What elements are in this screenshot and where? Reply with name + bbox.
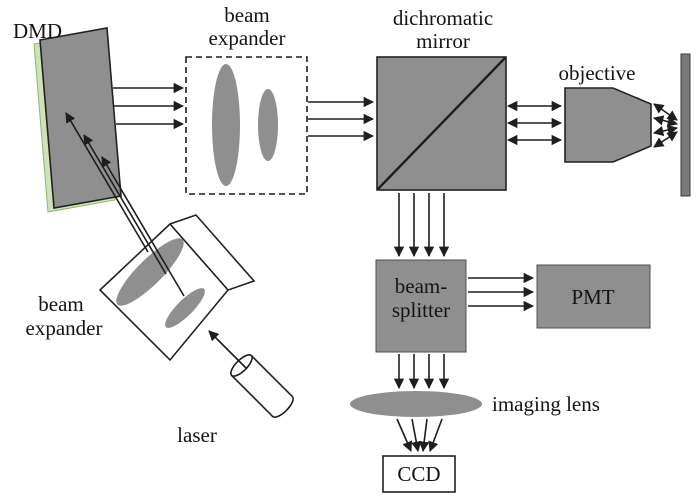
beam-expander-top: [185, 56, 308, 195]
beam-expander-to-dmd: [65, 112, 185, 297]
ccd-body: [382, 455, 456, 493]
beam-expander-left-label-line2: expander: [26, 316, 103, 340]
laser-cylinder: [230, 354, 294, 418]
beam-arrow: [83, 134, 167, 275]
beam-expander-top-box: [185, 56, 308, 195]
dmd-mirror-face: [39, 27, 122, 209]
imaging-lens-icon: [350, 391, 482, 417]
beam-arrow: [208, 330, 248, 370]
beam-arrow: [653, 103, 678, 121]
imaging-lens-label: imaging lens: [492, 392, 600, 416]
beam-dichroic-objective: [506, 100, 563, 146]
beam-splitter-label-line1: beam-: [395, 274, 447, 298]
pmt-label: PMT: [571, 285, 614, 309]
objective-label: objective: [559, 61, 636, 85]
sample-bar: [680, 53, 691, 197]
objective-lens-body: [564, 87, 652, 163]
beam-arrow: [101, 156, 185, 297]
beam-arrow: [428, 418, 443, 452]
beam-arrow: [396, 418, 413, 452]
dichromatic-mirror: [376, 56, 507, 191]
beam-laser-to-expander: [208, 330, 248, 370]
beam-expander-left-label-line1: beam: [38, 292, 83, 316]
beam-arrow: [411, 418, 422, 453]
beam-expander-left-box-edge: [169, 223, 229, 291]
ccd-label: CCD: [397, 462, 440, 486]
beam-dmd-to-expander: [113, 82, 185, 130]
beam-lens-to-ccd: [396, 418, 443, 453]
dmd-label: DMD: [13, 19, 62, 43]
pmt-body: [536, 264, 651, 329]
dichromatic-mirror-diagonal: [377, 57, 506, 190]
beam-arrow: [652, 115, 679, 127]
laser-body: [231, 355, 294, 418]
laser-front-face: [230, 354, 253, 377]
beam-arrow: [65, 112, 149, 253]
laser-label: laser: [177, 423, 217, 447]
dichromatic-mirror-label-line1: dichromatic: [393, 6, 493, 30]
beam-expander-top-label-line1: beam: [224, 3, 269, 27]
beam-objective-sample: [652, 103, 679, 148]
expander-lens-small-icon: [258, 89, 278, 161]
beam-splitter-to-pmt: [468, 272, 535, 312]
beam-arrow: [419, 418, 430, 453]
beam-expander-top-label-line2: expander: [209, 26, 286, 50]
beam-expander-to-dichroic: [308, 96, 375, 142]
dichromatic-mirror-label-line2: mirror: [416, 29, 470, 53]
expander-left-lens-small-icon: [165, 288, 205, 328]
beam-expander-left: [98, 214, 256, 362]
expander-lens-large-icon: [212, 64, 240, 186]
beam-splitter-label-line2: splitter: [392, 298, 450, 322]
beam-splitter-to-lens: [393, 354, 450, 390]
beam-splitter-body: [375, 259, 467, 353]
beam-arrow: [653, 131, 678, 148]
beam-arrow: [652, 124, 679, 137]
expander-left-lens-large-icon: [116, 238, 184, 306]
beam-dichroic-to-splitter: [393, 193, 450, 258]
